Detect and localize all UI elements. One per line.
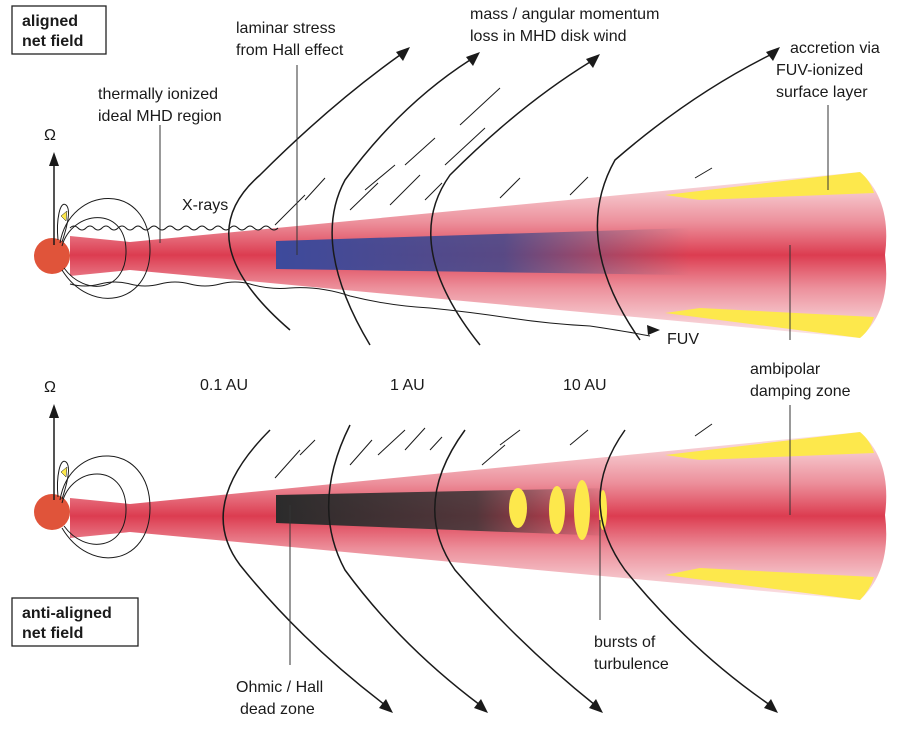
wind-label-line2: loss in MHD disk wind: [470, 28, 626, 45]
ohmic-label-line1: Ohmic / Hall: [236, 679, 323, 696]
bottom-wind-arrows: [274, 423, 713, 479]
bottom-surface-layer-upper: [665, 432, 874, 460]
bottom-magnetosphere-loop-outer: [59, 455, 151, 559]
top-panel-label-line2: net field: [22, 33, 83, 50]
top-star-hotspot: [60, 210, 68, 222]
bottom-panel-label-line1: anti-aligned: [22, 605, 112, 622]
bottom-magnetosphere-loop-inner: [61, 473, 127, 545]
bursts-label-line2: turbulence: [594, 656, 669, 673]
accretion-label-line3: surface layer: [776, 84, 868, 101]
top-laminar-zone: [276, 228, 690, 275]
bottom-dead-zone: [276, 488, 610, 536]
fuv-label: FUV: [667, 331, 699, 348]
turbulence-bursts: [509, 480, 607, 540]
bottom-field-lines: [222, 424, 778, 713]
bottom-panel-label-box: [11, 597, 139, 647]
top-fuv-wave: [69, 281, 651, 337]
bottom-omega-symbol: Ω: [44, 379, 56, 396]
bottom-magnetosphere-loop-small: [57, 460, 69, 500]
top-omega-symbol: Ω: [44, 127, 56, 144]
top-field-lines: [228, 47, 780, 346]
accretion-label-line1: accretion via: [790, 40, 880, 57]
top-panel-label-line1: aligned: [22, 13, 78, 30]
top-panel: Ω: [34, 47, 887, 346]
bottom-panel: Ω: [34, 379, 887, 713]
thermal-label-line2: ideal MHD region: [98, 108, 222, 125]
top-panel-label-box: [11, 5, 107, 55]
top-magnetosphere-loop-small: [57, 203, 69, 243]
bursts-label-line1: bursts of: [594, 634, 656, 651]
top-wind-arrows: [274, 87, 713, 226]
bottom-rotation-arrowhead: [49, 404, 59, 418]
laminar-label-line1: laminar stress: [236, 20, 336, 37]
thermal-label-line1: thermally ionized: [98, 86, 218, 103]
top-fuv-arrowhead: [647, 325, 660, 335]
bottom-panel-label-line2: net field: [22, 625, 83, 642]
panel-labels: aligned net field anti-aligned net field: [11, 5, 139, 647]
laminar-label-line2: from Hall effect: [236, 42, 344, 59]
bottom-star-hotspot: [60, 466, 68, 478]
ambipolar-label-line2: damping zone: [750, 383, 851, 400]
top-surface-layer-upper: [665, 172, 874, 200]
top-magnetosphere-loop-outer: [59, 198, 151, 299]
top-surface-layer-lower: [665, 308, 874, 338]
accretion-label-line2: FUV-ionized: [776, 62, 863, 79]
distance-label-1au: 1 AU: [390, 377, 425, 394]
bottom-surface-layer-lower: [665, 568, 874, 600]
ambipolar-label-line1: ambipolar: [750, 361, 821, 378]
wind-label-line1: mass / angular momentum: [470, 6, 659, 23]
annotation-labels: thermally ionized ideal MHD region lamin…: [98, 6, 880, 718]
bottom-star: [34, 494, 70, 530]
distance-label-0-1au: 0.1 AU: [200, 377, 248, 394]
distance-label-10au: 10 AU: [563, 377, 607, 394]
top-magnetosphere-loop-inner: [61, 217, 127, 287]
ohmic-label-line2: dead zone: [240, 701, 315, 718]
top-star: [34, 238, 70, 274]
top-xray-wave: [69, 225, 279, 231]
xrays-label: X-rays: [182, 197, 228, 214]
top-rotation-arrowhead: [49, 152, 59, 166]
